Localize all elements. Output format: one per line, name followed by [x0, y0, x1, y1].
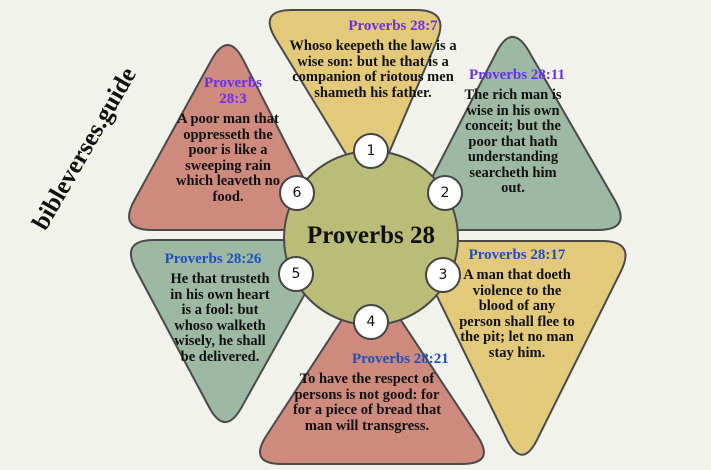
number-badge-1: 1 [353, 133, 389, 169]
verse-block-1: Proverbs 28:7 Whoso keepeth the law is a… [288, 18, 458, 101]
number-badge-5: 5 [278, 256, 314, 292]
verse-ref: Proverbs 28:21 [352, 351, 449, 367]
verse-ref: Proverbs 28:11 [469, 67, 565, 83]
verse-block-2: Proverbs 28:11 The rich man is wise in h… [458, 67, 568, 197]
verse-text: He that trusteth in his own heart is a f… [170, 271, 270, 365]
verse-text: To have the respect of persons is not go… [292, 371, 442, 434]
verse-text: Whoso keepeth the law is a wise son: but… [289, 38, 457, 101]
number-badge-2: 2 [427, 175, 463, 211]
verse-text: The rich man is wise in his own conceit;… [464, 87, 562, 196]
number-badge-6: 6 [279, 175, 315, 211]
verse-ref: Proverbs 28:26 [164, 251, 262, 267]
verse-text: A poor man that oppresseth the poor is l… [176, 111, 280, 205]
verse-ref: Proverbs 28:17 [468, 247, 566, 263]
verse-ref: Proverbs 28:7 [348, 18, 438, 34]
verse-ref: Proverbs 28:3 [203, 75, 263, 107]
center-title: Proverbs 28 [307, 222, 435, 249]
verse-block-3: Proverbs 28:17 A man that doeth violence… [456, 247, 578, 361]
number-badge-4: 4 [353, 304, 389, 340]
number-badge-3: 3 [425, 257, 461, 293]
verse-block-6: Proverbs 28:3 A poor man that oppresseth… [172, 75, 284, 205]
verse-block-4: Proverbs 28:21 To have the respect of pe… [292, 351, 449, 434]
verse-block-5: Proverbs 28:26 He that trusteth in his o… [165, 251, 274, 365]
verse-text: A man that doeth violence to the blood o… [459, 267, 575, 361]
